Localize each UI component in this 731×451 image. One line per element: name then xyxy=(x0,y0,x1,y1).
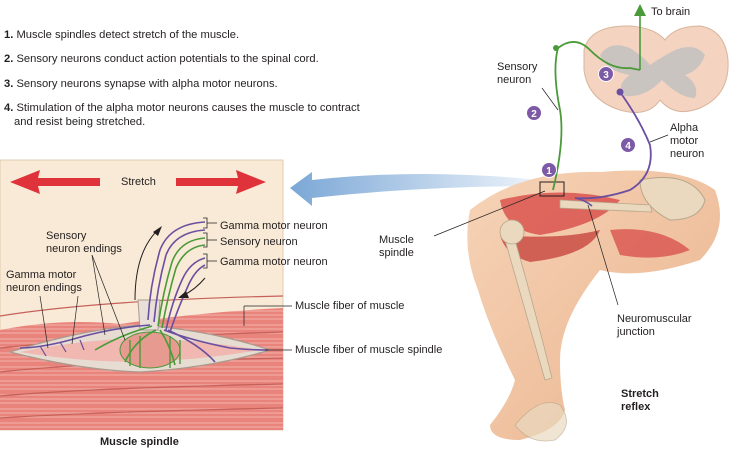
step-3: 3. Sensory neurons synapse with alpha mo… xyxy=(4,77,278,91)
step-1: 1. Muscle spindles detect stretch of the… xyxy=(4,28,239,42)
step-4-text-2: and resist being stretched. xyxy=(14,116,146,128)
step-4-number: 4. xyxy=(4,102,14,114)
nmj-label-2: junction xyxy=(617,326,655,338)
stretch-label: Stretch xyxy=(121,176,156,188)
sensory-neuron-label-1: Sensory xyxy=(497,61,538,73)
sensory-endings-label-1: Sensory xyxy=(46,230,87,242)
stretch-reflex-label-2: reflex xyxy=(621,401,651,413)
muscle-spindle-inset xyxy=(0,159,292,431)
leg-illustration xyxy=(467,170,720,442)
alpha-label-1: Alpha xyxy=(670,122,699,134)
femur xyxy=(559,199,653,213)
tibia xyxy=(504,239,553,381)
muscle-spindle-label-1: Muscle xyxy=(379,234,414,246)
step-4: 4. Stimulation of the alpha motor neuron… xyxy=(4,101,360,115)
step-3-text: Sensory neurons synapse with alpha motor… xyxy=(16,78,278,90)
muscle-spindle-label-2: spindle xyxy=(379,247,414,259)
alpha-label-2: motor xyxy=(670,135,699,147)
inset-caption: Muscle spindle xyxy=(100,436,179,448)
sensory-neuron-inset-label: Sensory neuron xyxy=(220,236,298,248)
step-4-text: Stimulation of the alpha motor neurons c… xyxy=(16,102,360,114)
gamma-motor-neuron-label-2: Gamma motor neuron xyxy=(220,256,328,268)
gamma-endings-label-2: neuron endings xyxy=(6,282,82,294)
fiber-of-spindle-label: Muscle fiber of muscle spindle xyxy=(295,344,443,356)
alpha-label-3: neuron xyxy=(670,148,705,160)
to-brain-label: To brain xyxy=(651,6,691,18)
pelvis-bone xyxy=(639,177,706,221)
fiber-of-muscle-label: Muscle fiber of muscle xyxy=(295,300,405,312)
alpha-motor-neuron-path xyxy=(574,91,652,200)
sensory-endings-label-2: neuron endings xyxy=(46,243,122,255)
step-4-continued: and resist being stretched. xyxy=(14,115,145,129)
step-1-text: Muscle spindles detect stretch of the mu… xyxy=(16,29,240,41)
nmj-label-1: Neuromuscular xyxy=(617,313,692,325)
step-1-number: 1. xyxy=(4,29,14,41)
spinal-cord xyxy=(583,25,729,113)
knee-joint xyxy=(499,219,525,245)
magnify-arrow xyxy=(290,172,540,206)
nerve-bundle xyxy=(19,221,269,368)
stretch-arrows xyxy=(10,170,266,194)
step-2: 2. Sensory neurons conduct action potent… xyxy=(4,52,319,66)
sensory-neuron-label-2: neuron xyxy=(497,74,532,86)
gamma-endings-label-1: Gamma motor xyxy=(6,269,77,281)
gamma-motor-neuron-label-1: Gamma motor neuron xyxy=(220,220,328,232)
step-3-number: 3. xyxy=(4,78,14,90)
step-2-text: Sensory neurons conduct action potential… xyxy=(16,53,319,65)
stretch-reflex-label-1: Stretch xyxy=(621,388,659,400)
step-2-number: 2. xyxy=(4,53,14,65)
spindle-highlight-box xyxy=(539,181,565,197)
